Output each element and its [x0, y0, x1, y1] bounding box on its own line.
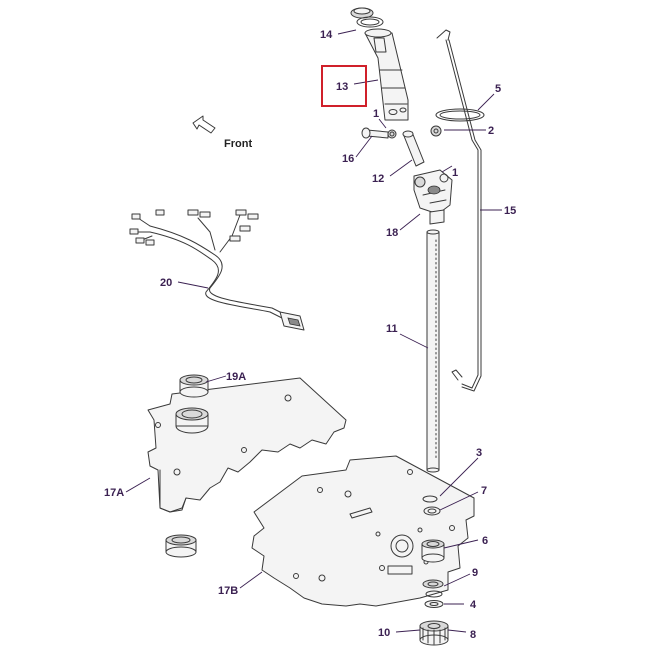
callout-17a: 17A: [104, 487, 124, 499]
part-bushing-lower-left: [165, 534, 197, 558]
callout-12: 12: [372, 173, 384, 185]
highlight-box: [321, 65, 367, 107]
part-15-cable: [436, 29, 482, 392]
part-5-clip: [435, 108, 485, 122]
callout-4: 4: [470, 599, 477, 611]
callout-20: 20: [160, 277, 172, 289]
callout-5: 5: [495, 83, 501, 95]
part-12-pin: [402, 130, 425, 167]
part-17a-plate: [147, 377, 347, 513]
part-11-shaft: [426, 229, 440, 473]
callout-14: 14: [320, 29, 333, 41]
callout-13: 13: [336, 81, 348, 93]
callout-18: 18: [386, 227, 398, 239]
callout-15: 15: [504, 205, 516, 217]
part-8-gear: [419, 620, 449, 646]
callout-1-lower: 1: [452, 167, 458, 179]
callout-11: 11: [386, 323, 398, 335]
part-19a-bushing: [179, 374, 209, 398]
callout-16: 16: [342, 153, 354, 165]
part-7-washer: [422, 495, 441, 516]
callout-17b: 17B: [218, 585, 238, 597]
front-label: Front: [224, 138, 252, 150]
callout-2: 2: [488, 125, 494, 137]
callout-1-upper: 1: [373, 108, 379, 120]
part-2-nut: [430, 125, 442, 137]
part-14-ring: [350, 7, 384, 28]
front-arrow-icon: [192, 115, 216, 134]
callout-7: 7: [481, 485, 487, 497]
callout-3: 3: [476, 447, 482, 459]
part-17b-plate: [251, 455, 475, 607]
part-16-bolt: [361, 127, 397, 139]
callout-19a: 19A: [226, 371, 246, 383]
part-9-washer: [422, 579, 444, 598]
part-18-joint: [413, 169, 453, 225]
part-6-bushing: [421, 539, 445, 563]
callout-10: 10: [378, 627, 390, 639]
callout-9: 9: [472, 567, 478, 579]
callout-8: 8: [470, 629, 476, 641]
leader-lines: [125, 29, 502, 633]
part-13-sleeve: [364, 28, 409, 121]
callout-6: 6: [482, 535, 488, 547]
part-20-harness: [129, 209, 305, 331]
part-4-washer: [424, 600, 444, 608]
